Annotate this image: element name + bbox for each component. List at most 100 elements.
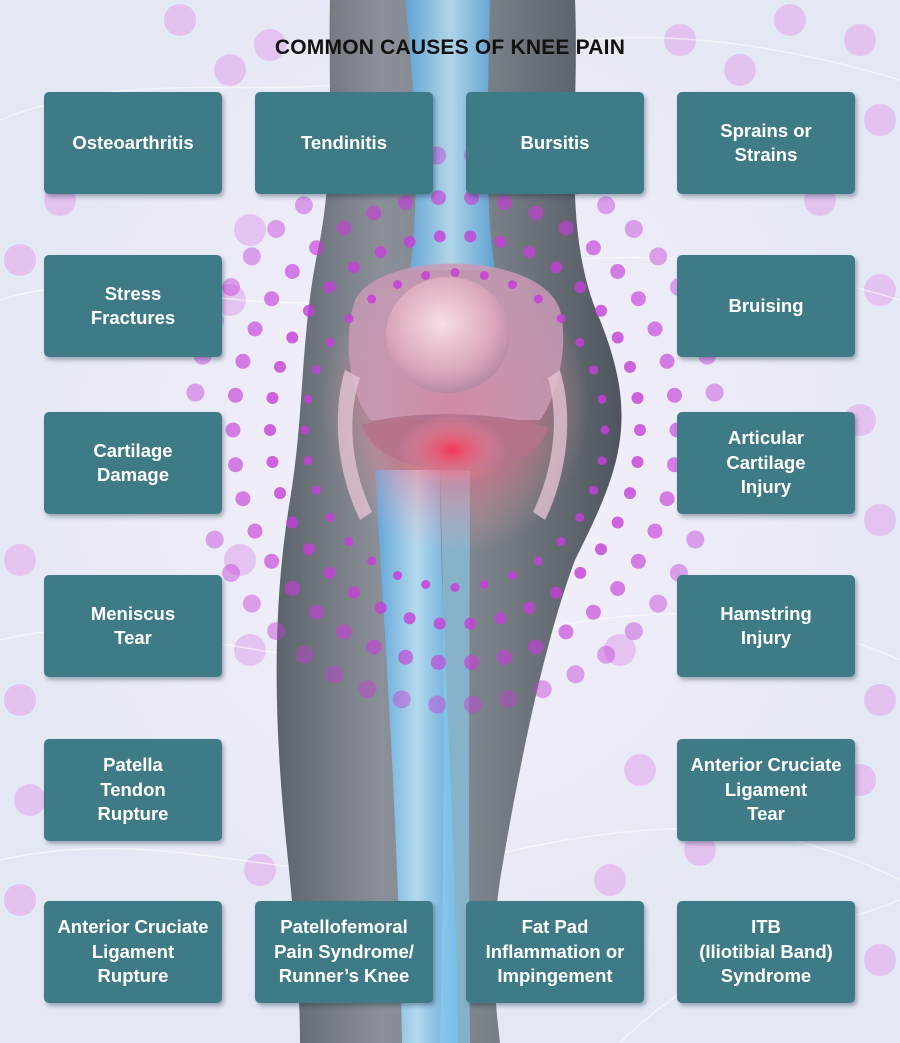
ring-dot: [347, 261, 360, 274]
ring-dot: [358, 680, 377, 699]
ring-dot: [597, 394, 607, 404]
ring-dot: [303, 304, 315, 317]
ring-dot: [242, 247, 261, 266]
ring-dot: [463, 695, 482, 714]
ring-dot: [247, 523, 263, 539]
ring-dot: [336, 624, 352, 640]
ring-dot: [433, 230, 446, 243]
cause-card-fat-pad: Fat Pad Inflammation or Impingement: [466, 901, 644, 1003]
ring-dot: [499, 690, 518, 709]
ring-dot: [403, 235, 416, 248]
ring-dot: [479, 271, 489, 280]
ring-dot: [309, 240, 325, 256]
ring-dot: [507, 571, 517, 580]
ring-dot: [430, 654, 446, 670]
ring-dot: [667, 387, 682, 403]
background-dot: [684, 834, 716, 866]
ring-dot: [374, 601, 387, 614]
ring-dot: [624, 360, 636, 373]
ring-dot: [575, 338, 585, 347]
cause-card-bruising: Bruising: [677, 255, 855, 357]
ring-dot: [367, 556, 377, 566]
ring-dot: [392, 690, 411, 709]
ring-dot: [574, 281, 587, 294]
ring-dot: [367, 294, 377, 304]
ring-dot: [274, 360, 286, 373]
background-dot: [594, 864, 626, 896]
ring-dot: [323, 566, 336, 579]
ring-dot: [325, 513, 335, 522]
ring-dot: [496, 195, 512, 211]
ring-dot: [433, 617, 446, 630]
background-dot: [864, 504, 896, 536]
ring-dot: [303, 394, 313, 404]
ring-dot: [686, 530, 705, 549]
background-dot: [234, 214, 266, 246]
background-dot: [224, 544, 256, 576]
background-dot: [244, 854, 276, 886]
ring-dot: [450, 268, 460, 277]
cause-card-osteoarthritis: Osteoarthritis: [44, 92, 222, 194]
ring-dot: [222, 278, 241, 297]
background-dot: [864, 104, 896, 136]
ring-dot: [450, 583, 460, 592]
ring-dot: [507, 280, 517, 289]
ring-dot: [325, 665, 344, 684]
ring-dot: [421, 580, 431, 589]
background-dot: [624, 754, 656, 786]
ring-dot: [597, 196, 616, 215]
cause-card-articular-cartilage: Articular Cartilage Injury: [677, 412, 855, 514]
ring-dot: [228, 387, 243, 403]
ring-dot: [421, 271, 431, 280]
ring-dot: [464, 230, 477, 243]
ring-dot: [266, 456, 279, 468]
ring-dot: [264, 424, 276, 436]
background-dot: [214, 54, 246, 86]
ring-dot: [398, 195, 414, 211]
ring-dot: [464, 617, 477, 630]
ring-dot: [630, 553, 646, 569]
ring-dot: [631, 456, 644, 468]
ring-dot: [344, 536, 354, 546]
background-dot: [234, 634, 266, 666]
ring-dot: [494, 235, 507, 248]
ring-dot: [303, 543, 315, 556]
ring-dot: [558, 624, 574, 640]
ring-dot: [550, 261, 563, 274]
ring-dot: [556, 536, 566, 546]
ring-dot: [344, 314, 354, 324]
ring-dot: [479, 580, 489, 589]
background-dot: [604, 634, 636, 666]
ring-dot: [228, 457, 243, 473]
ring-dot: [558, 220, 574, 236]
ring-dot: [303, 456, 313, 466]
ring-dot: [264, 291, 280, 307]
ring-dot: [647, 321, 663, 337]
cause-card-sprains: Sprains or Strains: [677, 92, 855, 194]
ring-dot: [585, 604, 601, 620]
background-dot: [4, 684, 36, 716]
ring-dot: [205, 530, 224, 549]
cause-card-itb: ITB (Iliotibial Band) Syndrome: [677, 901, 855, 1003]
cause-card-patellofemoral: Patellofemoral Pain Syndrome/ Runner’s K…: [255, 901, 433, 1003]
cause-card-hamstring: Hamstring Injury: [677, 575, 855, 677]
cause-card-stress-fractures: Stress Fractures: [44, 255, 222, 357]
ring-dot: [267, 622, 286, 641]
ring-dot: [300, 425, 310, 435]
ring-dot: [428, 695, 447, 714]
page-title: COMMON CAUSES OF KNEE PAIN: [274, 36, 626, 59]
ring-dot: [589, 485, 599, 495]
ring-dot: [566, 665, 585, 684]
ring-dot: [274, 487, 286, 500]
cause-card-cartilage-damage: Cartilage Damage: [44, 412, 222, 514]
ring-dot: [366, 639, 382, 655]
background-dot: [254, 29, 286, 61]
ring-dot: [464, 654, 480, 670]
ring-dot: [597, 645, 616, 664]
ring-dot: [403, 612, 416, 625]
background-dot: [4, 544, 36, 576]
ring-dot: [600, 425, 610, 435]
ring-dot: [610, 264, 626, 279]
ring-dot: [649, 247, 668, 266]
background-dot: [4, 884, 36, 916]
